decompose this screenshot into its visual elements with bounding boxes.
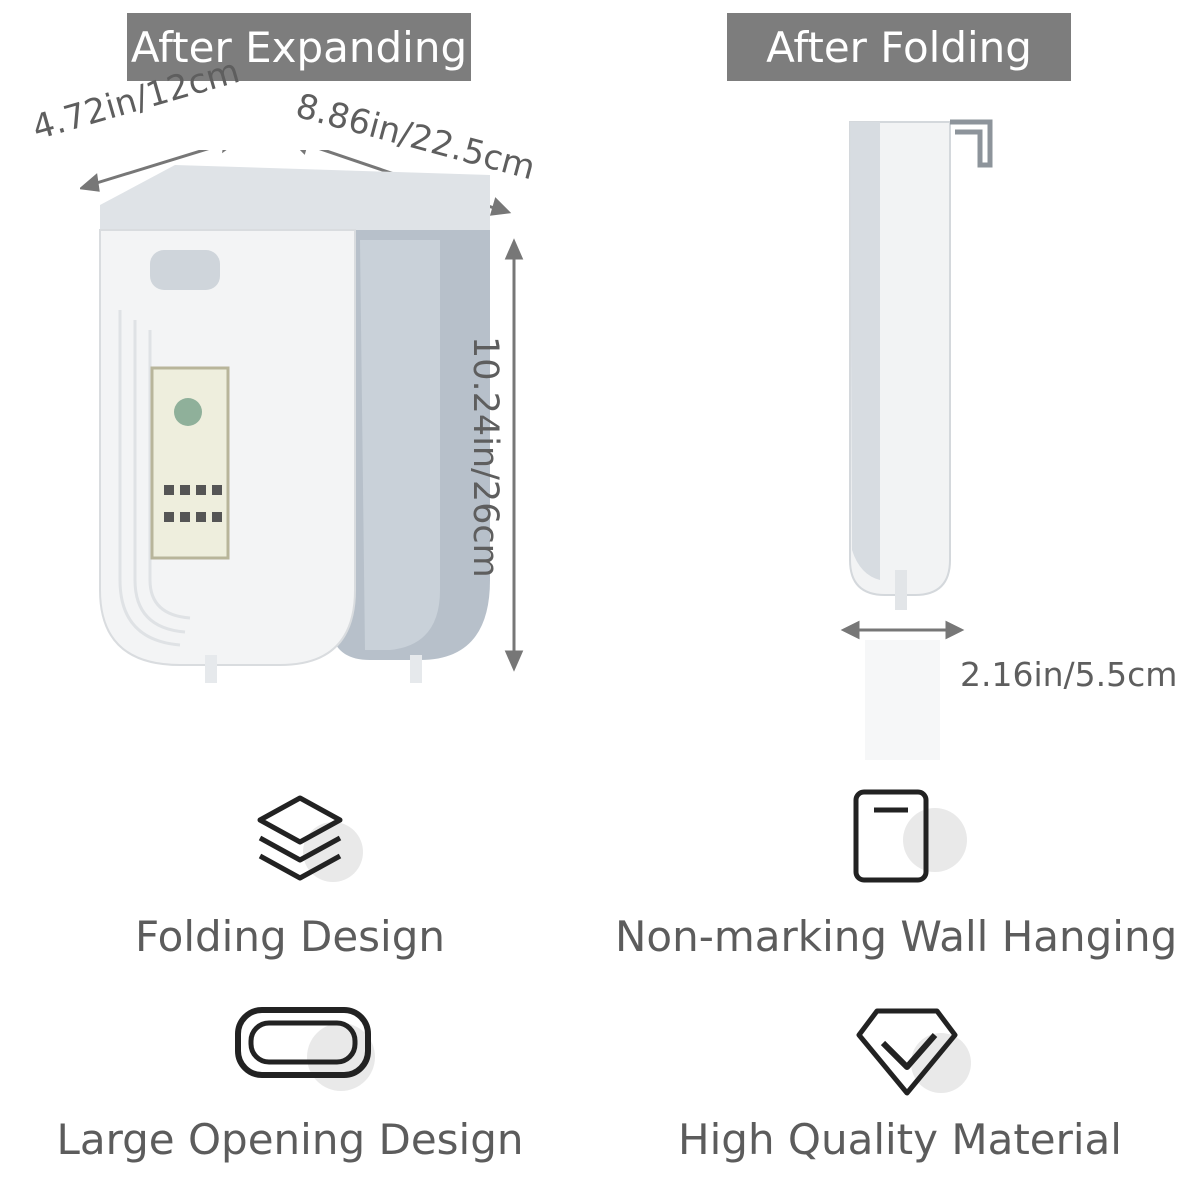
after-expanding-label: After Expanding — [130, 22, 468, 72]
after-folding-banner: After Folding — [727, 13, 1071, 81]
folded-depth-dimension: 2.16in/5.5cm — [960, 655, 1178, 694]
folding-design-label: Folding Design — [135, 912, 445, 961]
layers-icon — [257, 795, 363, 882]
rounded-rectangle-icon — [235, 1007, 375, 1091]
material-label: High Quality Material — [678, 1115, 1122, 1164]
expanded-bin-image — [80, 150, 524, 683]
folded-bin-image — [840, 119, 993, 760]
panel-icon — [853, 789, 967, 883]
large-opening-label: Large Opening Design — [56, 1115, 524, 1164]
wall-hanging-label: Non-marking Wall Hanging — [615, 912, 1178, 961]
diamond-check-icon — [856, 1008, 971, 1096]
after-folding-label: After Folding — [766, 22, 1032, 72]
after-expanding-banner: After Expanding — [127, 13, 471, 81]
height-dimension: 10.24in/26cm — [465, 336, 505, 578]
